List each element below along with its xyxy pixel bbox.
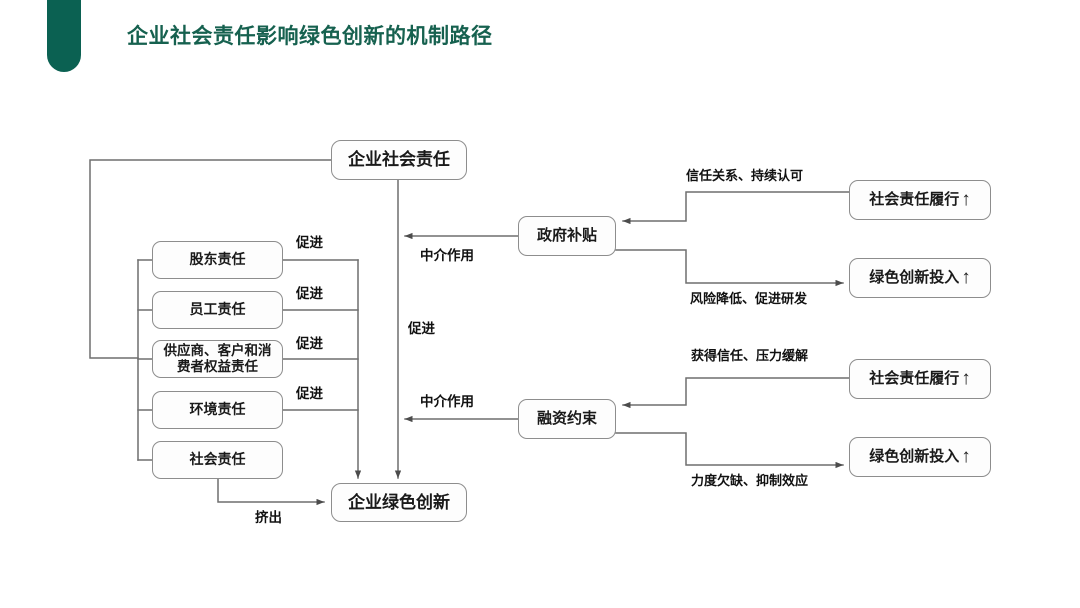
node-financing-constraint-label: 融资约束: [536, 409, 597, 427]
node-outcome-green-investment-subsidy-label: 绿色创新投入: [869, 268, 960, 286]
node-outcome-csr-performance-subsidy[interactable]: 社会责任履行 ↑: [849, 180, 991, 220]
node-outcome-csr-performance-financing-label: 社会责任履行: [869, 369, 960, 387]
node-responsibility-supplier-customer-consumer-label: 供应商、客户和消费者权益责任: [163, 342, 272, 374]
edge-label-mediation-top: 中介作用: [420, 248, 474, 263]
up-arrow-icon: ↑: [961, 367, 971, 389]
wire-subsidy-to-green-investment: [615, 249, 844, 287]
edge-label-promote-3: 促进: [296, 336, 323, 351]
node-government-subsidy-label: 政府补贴: [536, 226, 597, 244]
edge-label-mediation-bottom: 中介作用: [420, 394, 474, 409]
edge-label-promote-4: 促进: [296, 386, 323, 401]
edge-label-promote-2: 促进: [296, 286, 323, 301]
node-responsibility-employee-label: 员工责任: [189, 301, 246, 318]
edge-label-promote-1: 促进: [296, 235, 323, 250]
node-csr[interactable]: 企业社会责任: [331, 140, 467, 180]
node-outcome-green-investment-financing-label: 绿色创新投入: [869, 447, 960, 465]
edge-label-subsidy-top: 信任关系、持续认可: [686, 168, 804, 183]
node-responsibility-environment-label: 环境责任: [189, 401, 246, 418]
edge-label-crowd-out: 挤出: [255, 510, 282, 525]
edge-label-financing-top: 获得信任、压力缓解: [691, 348, 809, 363]
wire-financing-from-csr-performance: [622, 377, 850, 409]
node-outcome-green-investment-financing[interactable]: 绿色创新投入 ↑: [849, 437, 991, 477]
node-responsibility-social-label: 社会责任: [189, 451, 246, 468]
node-outcome-green-investment-subsidy[interactable]: 绿色创新投入 ↑: [849, 258, 991, 298]
node-green-innovation[interactable]: 企业绿色创新: [331, 483, 467, 522]
edge-label-center-promote: 促进: [408, 321, 435, 336]
node-outcome-csr-performance-financing[interactable]: 社会责任履行 ↑: [849, 359, 991, 399]
wire-crowd-out: [217, 478, 325, 506]
edge-label-financing-bottom: 力度欠缺、抑制效应: [691, 473, 809, 488]
node-responsibility-shareholder-label: 股东责任: [189, 251, 246, 268]
node-green-innovation-label: 企业绿色创新: [348, 492, 450, 512]
node-responsibility-social[interactable]: 社会责任: [152, 441, 283, 479]
node-outcome-csr-performance-subsidy-label: 社会责任履行: [869, 190, 960, 208]
node-responsibility-shareholder[interactable]: 股东责任: [152, 241, 283, 279]
node-government-subsidy[interactable]: 政府补贴: [518, 216, 616, 256]
up-arrow-icon: ↑: [961, 266, 971, 288]
page-title: 企业社会责任影响绿色创新的机制路径: [127, 25, 493, 48]
wire-financing-to-green-investment: [615, 432, 844, 469]
edge-label-subsidy-bottom: 风险降低、促进研发: [690, 291, 808, 306]
node-responsibility-environment[interactable]: 环境责任: [152, 391, 283, 429]
up-arrow-icon: ↑: [961, 188, 971, 210]
accent-bar-icon: [47, 0, 81, 72]
up-arrow-icon: ↑: [961, 445, 971, 467]
wire-subsidy-from-csr-performance: [622, 191, 850, 225]
node-financing-constraint[interactable]: 融资约束: [518, 399, 616, 439]
node-csr-label: 企业社会责任: [348, 150, 450, 170]
node-responsibility-supplier-customer-consumer[interactable]: 供应商、客户和消费者权益责任: [152, 340, 283, 378]
node-responsibility-employee[interactable]: 员工责任: [152, 291, 283, 329]
